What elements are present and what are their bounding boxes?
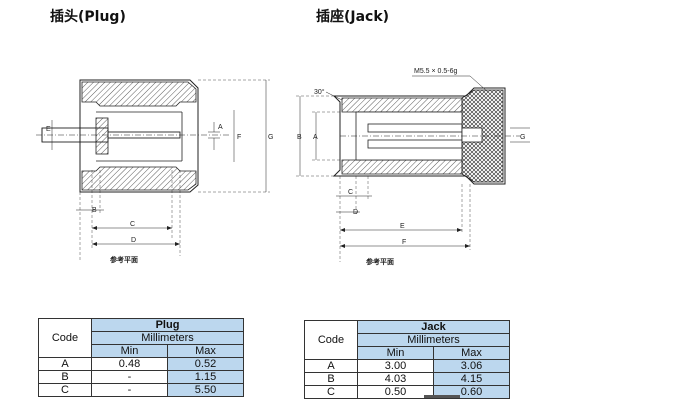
plug-row-code: B xyxy=(38,370,92,384)
plug-max-header: Max xyxy=(167,344,244,358)
jack-title: 插座(Jack) xyxy=(316,9,390,25)
jack-thread-spec: M5.5 × 0.5-6g xyxy=(414,68,457,75)
plug-spec-table: Code Plug Millimeters Min Max A 0.48 0.5… xyxy=(38,318,244,397)
jack-code-header: Code xyxy=(304,320,358,360)
jack-dim-b: B xyxy=(297,134,302,141)
jack-dim-e: E xyxy=(400,223,405,230)
plug-row-max: 0.52 xyxy=(167,357,244,371)
table-row: B 4.03 4.15 xyxy=(304,372,510,386)
jack-ref-plane: 参考平面 xyxy=(366,257,394,266)
jack-max-header: Max xyxy=(433,346,510,360)
jack-spec-table: Code Jack Millimeters Min Max A 3.00 3.0… xyxy=(304,320,510,399)
table-row: A 0.48 0.52 xyxy=(38,357,244,371)
jack-row-min: 4.03 xyxy=(357,372,434,386)
jack-row-code: B xyxy=(304,372,358,386)
jack-row-max: 4.15 xyxy=(433,372,510,386)
plug-code-header: Code xyxy=(38,318,92,358)
plug-ref-plane: 参考平面 xyxy=(110,255,138,264)
jack-row-min: 3.00 xyxy=(357,359,434,373)
plug-dim-f: F xyxy=(237,134,241,141)
plug-row-min: - xyxy=(91,370,168,384)
plug-row-max: 1.15 xyxy=(167,370,244,384)
jack-row-code: A xyxy=(304,359,358,373)
plug-row-code: C xyxy=(38,383,92,397)
jack-dim-c: C xyxy=(348,189,353,196)
plug-dim-d: D xyxy=(131,237,136,244)
table-row: A 3.00 3.06 xyxy=(304,359,510,373)
plug-row-min: 0.48 xyxy=(91,357,168,371)
plug-dim-b: B xyxy=(92,207,97,214)
plug-table-title: Plug xyxy=(91,318,244,332)
plug-row-min: - xyxy=(91,383,168,397)
jack-row-max: 3.06 xyxy=(433,359,510,373)
plug-title: 插头(Plug) xyxy=(50,9,126,25)
plug-row-code: A xyxy=(38,357,92,371)
plug-min-header: Min xyxy=(91,344,168,358)
jack-dim-g: G xyxy=(520,134,525,141)
jack-dim-f: F xyxy=(402,239,406,246)
plug-dim-c: C xyxy=(130,221,135,228)
jack-drawing: B A G C D E F 30° M5.5 × 0.5-6g 参考平面 xyxy=(296,68,530,266)
table-row: B - 1.15 xyxy=(38,370,244,384)
jack-units-header: Millimeters xyxy=(357,333,510,347)
jack-row-code: C xyxy=(304,385,358,399)
plug-row-max: 5.50 xyxy=(167,383,244,397)
jack-row-min: 0.50 xyxy=(357,385,434,399)
jack-angle: 30° xyxy=(314,88,325,96)
plug-dim-g: G xyxy=(268,134,273,141)
jack-min-header: Min xyxy=(357,346,434,360)
plug-units-header: Millimeters xyxy=(91,331,244,345)
jack-table-title: Jack xyxy=(357,320,510,334)
plug-dim-a: A xyxy=(218,124,223,131)
plug-dim-e: E xyxy=(46,126,51,133)
table-row: C 0.50 0.60 xyxy=(304,385,510,399)
jack-dim-d: D xyxy=(353,209,358,216)
cutoff-divider xyxy=(424,395,460,398)
jack-dim-a: A xyxy=(313,134,318,141)
table-row: C - 5.50 xyxy=(38,383,244,397)
plug-drawing: E A F G B C D 参考平面 xyxy=(36,79,273,264)
